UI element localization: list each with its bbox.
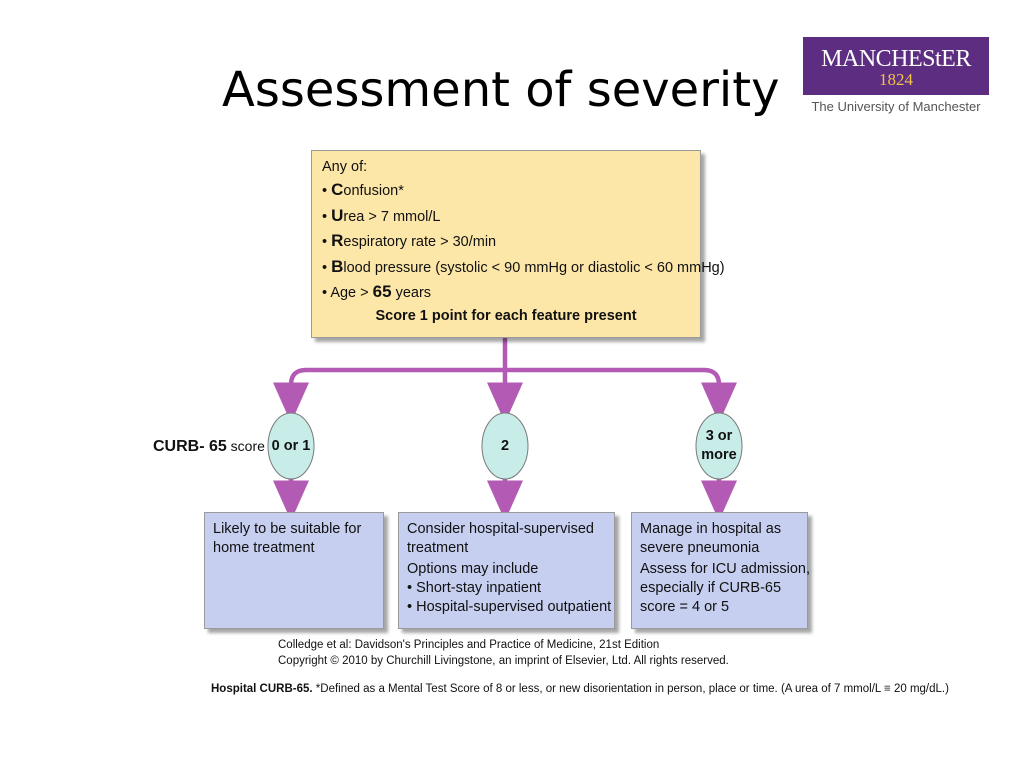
criteria-item: • Blood pressure (systolic < 90 mmHg or … (322, 256, 725, 276)
criteria-heading: Any of: (322, 159, 368, 175)
score-oval-3 (695, 412, 743, 480)
outcome-box-low: Likely to be suitable for home treatment (204, 512, 384, 629)
criteria-score-line: Score 1 point for each feature present (375, 307, 637, 324)
connector-right (505, 367, 737, 423)
score-label-3: 3 or more (701, 428, 737, 463)
slide-title: Assessment of severity (222, 62, 780, 118)
outcome-box-high: Manage in hospital as severe pneumonia A… (631, 512, 810, 629)
logo-badge: MANCHEStER 1824 (803, 37, 989, 95)
criteria-box: Any of: • Confusion* • Urea > 7 mmol/L •… (311, 150, 725, 338)
criteria-item: • Respiratory rate > 30/min (322, 231, 497, 250)
logo-name: MANCHEStER (821, 46, 971, 72)
criteria-item-age: • Age > 65 years (322, 282, 432, 301)
footnote: Hospital CURB-65. *Defined as a Mental T… (211, 683, 949, 695)
score-label-2: 2 (500, 438, 510, 454)
university-logo: MANCHEStER 1824 The University of Manche… (801, 37, 991, 119)
criteria-list: • Confusion* • Urea > 7 mmol/L • Respira… (322, 178, 725, 306)
connector-left (273, 367, 505, 423)
citation-source: Colledge et al: Davidson's Principles an… (278, 639, 660, 651)
curb65-score-label: CURB- 65 score (153, 438, 265, 455)
criteria-item: • Confusion* (322, 180, 404, 199)
logo-subtitle: The University of Manchester (811, 99, 981, 114)
logo-year: 1824 (879, 70, 913, 89)
citation-copyright: Copyright © 2010 by Churchill Livingston… (278, 655, 729, 667)
score-label-1: 0 or 1 (271, 438, 311, 454)
outcome-box-moderate: Consider hospital-supervised treatment O… (398, 512, 615, 629)
criteria-item: • Urea > 7 mmol/L (322, 205, 441, 225)
citation: Colledge et al: Davidson's Principles an… (278, 637, 729, 669)
score-oval-1 (267, 412, 315, 480)
score-oval-2 (481, 412, 529, 480)
